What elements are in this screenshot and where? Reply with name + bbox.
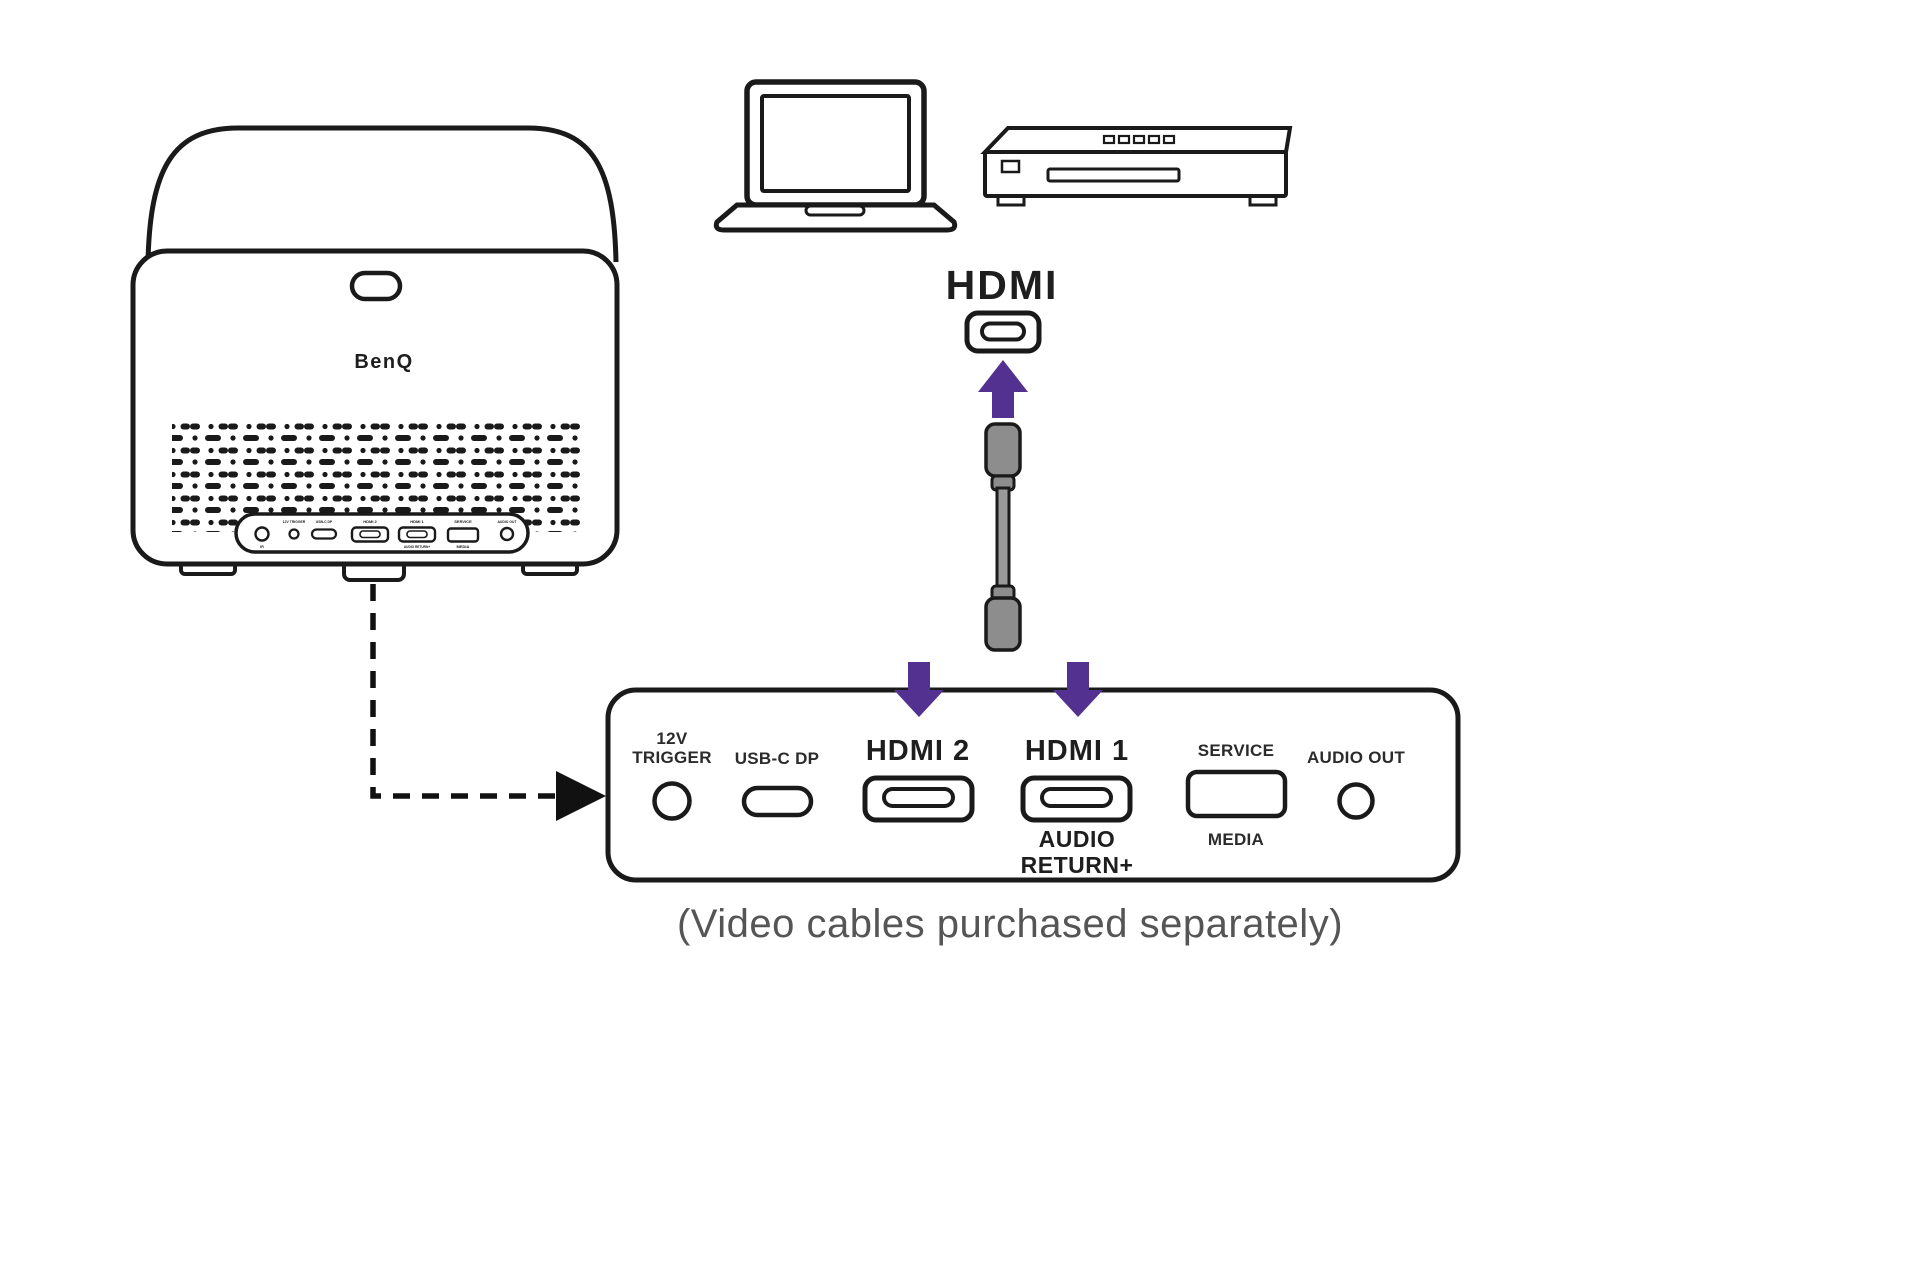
caption: (Video cables purchased separately) [676, 902, 1344, 946]
mini-audio-out-label: AUDIO OUT [497, 520, 517, 524]
projector-io-strip: IR 12V TRIGGER USB-C DP HDMI 2 HDMI 1 AU… [234, 512, 530, 554]
player-disc-tray [1046, 167, 1181, 183]
hdmi-cable-label: HDMI [945, 262, 1059, 308]
hdmi-cable-illustration [984, 422, 1022, 652]
mini-usbc-label: USB-C DP [316, 520, 333, 524]
mini-trigger-label: 12V TRIGGER [283, 520, 306, 524]
usbc-label: USB-C DP [734, 749, 820, 768]
service-port [1185, 769, 1288, 819]
mini-service-label: SERVICE [454, 519, 472, 524]
hdmi2-port-slot [882, 787, 955, 808]
laptop-notch [804, 204, 866, 217]
audio-return-line1: AUDIO [1038, 826, 1116, 852]
projector-lid [145, 125, 619, 263]
trigger-label-line2: TRIGGER [632, 748, 712, 768]
hdmi2-label: HDMI 2 [865, 735, 971, 767]
laptop-base [713, 202, 958, 233]
hdmi1-label: HDMI 1 [1024, 735, 1130, 767]
cable-wire [995, 486, 1011, 590]
mini-media-label: MEDIA [457, 544, 470, 549]
mini-trigger-port [288, 528, 300, 540]
benq-logo: BenQ [354, 351, 414, 373]
hdmi1-port-slot [1040, 787, 1113, 808]
mini-audio-return-label: AUDIO RETURN+ [404, 545, 430, 549]
mini-service-port [446, 527, 480, 543]
mini-audio-out-port [499, 526, 515, 542]
audio-return-line2: RETURN+ [1020, 851, 1134, 878]
cable-bottom-connector [984, 596, 1022, 652]
callout-dashed-line [370, 584, 556, 799]
hdmi-plug-slot [980, 321, 1026, 342]
laptop-icon [713, 79, 958, 233]
hdmi-plug-icon [964, 310, 1042, 354]
mini-usbc-port [310, 528, 338, 540]
mini-hdmi2-slot [359, 530, 381, 539]
audio-out-port [1337, 782, 1375, 820]
trigger-label: 12V TRIGGER [632, 729, 712, 767]
media-player-icon [980, 126, 1293, 207]
projector-illustration: IR 12V TRIGGER USB-C DP HDMI 2 HDMI 1 AU… [130, 125, 620, 582]
audio-out-label: AUDIO OUT [1306, 748, 1406, 767]
service-label: SERVICE [1197, 741, 1275, 760]
callout-arrowhead-icon [556, 771, 606, 821]
audio-return-label: AUDIO RETURN+ [1020, 826, 1134, 879]
laptop-screen [760, 94, 911, 193]
player-vents [1102, 134, 1176, 145]
trigger-port [652, 781, 692, 821]
media-label: MEDIA [1207, 830, 1265, 849]
player-button [1000, 159, 1021, 174]
arrow-up-icon [978, 360, 1028, 418]
mini-hdmi1-label: HDMI 1 [410, 519, 424, 524]
arrow-down-hdmi1-icon [1053, 662, 1103, 717]
cable-top-connector [984, 422, 1022, 478]
io-panel [605, 687, 1461, 883]
usbc-port [741, 785, 814, 818]
trigger-label-line1: 12V [656, 729, 688, 748]
mini-ir-label: IR [260, 545, 264, 549]
mini-ir-sensor [254, 526, 270, 542]
arrow-down-hdmi2-icon [894, 662, 944, 717]
mini-hdmi2-label: HDMI 2 [363, 519, 377, 524]
projector-handle [349, 270, 403, 302]
mini-hdmi1-slot [406, 530, 428, 539]
